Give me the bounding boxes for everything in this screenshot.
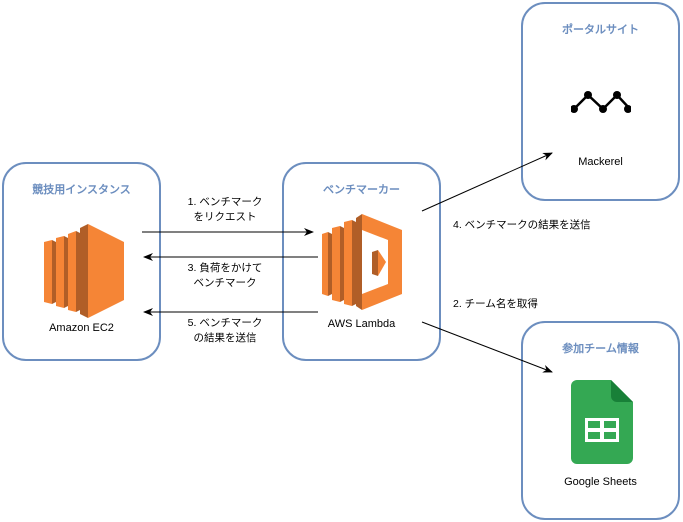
node-label-ec2: Amazon EC2 [49,322,114,334]
google-sheets-icon [571,380,633,464]
aws-ec2-icon [44,224,124,318]
node-label-mackerel: Mackerel [578,156,623,168]
edge-label-1: 1. ベンチマーク をリクエスト [170,195,280,225]
edge-label-5: 5. ベンチマーク の結果を送信 [170,316,280,346]
edge-label-1-line2: をリクエスト [193,211,257,223]
group-title: 参加チーム情報 [562,342,639,355]
edge-label-2: 2. チーム名を取得 [453,298,538,310]
group-benchmarker: ベンチマーカー AWS Lambda [282,162,441,361]
group-competition-instance: 競技用インスタンス Amazon EC2 [2,162,161,361]
edge-label-3: 3. 負荷をかけて ベンチマーク [170,261,280,291]
edge-label-3-line1: 3. 負荷をかけて [187,262,263,274]
edge-label-5-line1: 5. ベンチマーク [187,317,263,329]
edge-label-4: 4. ベンチマークの結果を送信 [453,219,591,231]
node-label-lambda: AWS Lambda [327,318,396,330]
edge-label-3-line2: ベンチマーク [193,277,257,289]
group-portal-site: ポータルサイト Mackerel [521,2,680,201]
group-title: 競技用インスタンス [32,183,131,196]
edge-label-5-line2: の結果を送信 [193,332,257,344]
group-team-info: 参加チーム情報 Google Sheets [521,321,680,520]
group-title: ベンチマーカー [323,183,400,196]
node-label-google-sheets: Google Sheets [564,476,637,488]
group-title: ポータルサイト [562,23,639,36]
edge-label-1-line1: 1. ベンチマーク [187,196,263,208]
aws-lambda-icon [322,214,402,310]
mackerel-icon [571,91,631,113]
